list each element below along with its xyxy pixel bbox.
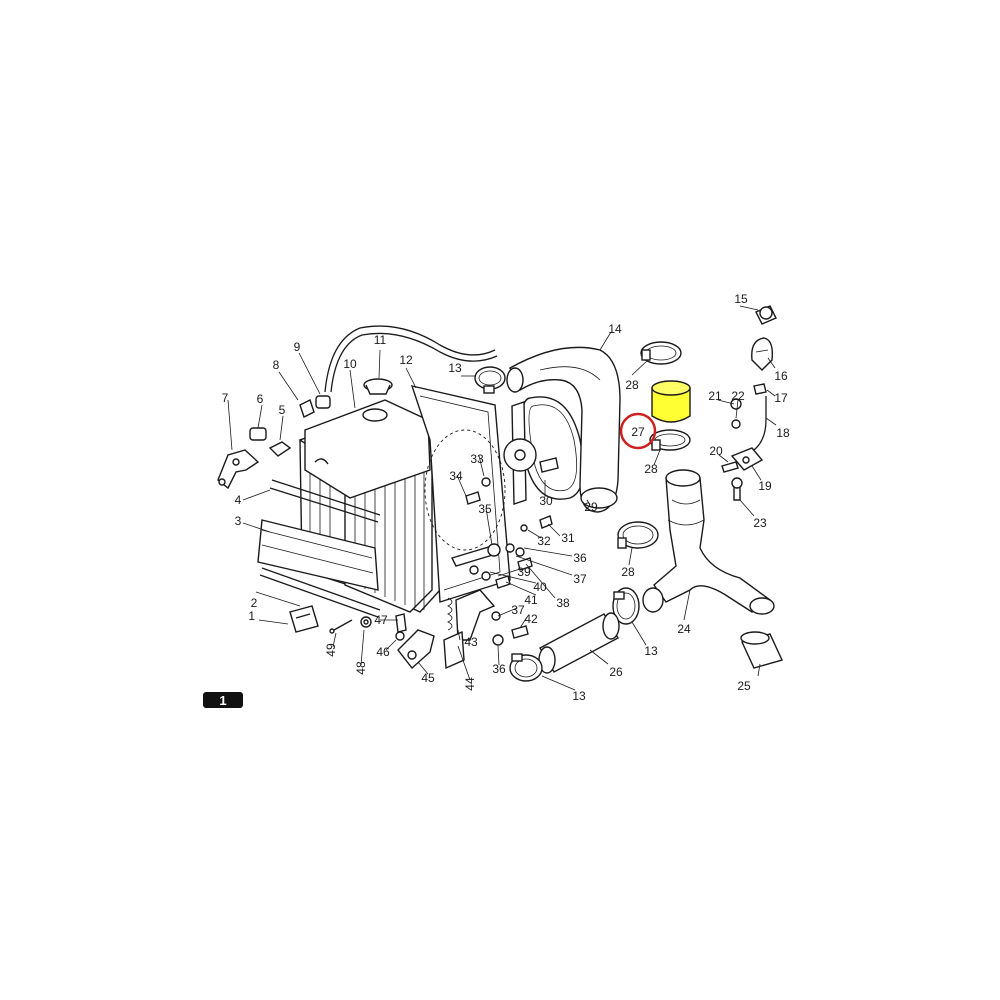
callout-6: 6 (257, 392, 264, 406)
left-bracket (217, 427, 292, 490)
hose-clamp-28-middle (649, 429, 691, 451)
callout-35: 35 (478, 502, 492, 516)
radiator-rods-and-shroud (257, 479, 381, 633)
callout-9: 9 (294, 340, 301, 354)
callout-5: 5 (279, 403, 286, 417)
callout-26: 26 (609, 665, 623, 679)
figure-number: 1 (219, 693, 226, 708)
highlight-ring-27 (619, 412, 657, 450)
callout-28-lower: 28 (621, 565, 635, 579)
callout-labels: 1 2 3 4 5 6 7 8 9 10 11 12 13 13 13 14 1… (222, 292, 790, 703)
y-pipe (642, 469, 775, 615)
callout-44: 44 (463, 677, 477, 691)
callout-16: 16 (774, 369, 788, 383)
callout-8: 8 (273, 358, 280, 372)
callout-17: 17 (774, 391, 788, 405)
hose-clamp-13-top (474, 366, 506, 394)
straight-hose-26 (538, 612, 620, 674)
callout-49: 49 (324, 643, 338, 657)
callout-33: 33 (470, 452, 484, 466)
callout-40: 40 (533, 580, 547, 594)
callout-10: 10 (343, 357, 357, 371)
lower-left-hardware (329, 613, 435, 670)
fan-hub-and-belt (503, 396, 585, 505)
callout-2: 2 (251, 596, 258, 610)
radiator-cap (363, 378, 393, 395)
lower-bracket-and-spring (443, 589, 496, 670)
callout-41: 41 (524, 593, 538, 607)
callout-22: 22 (731, 389, 745, 403)
callout-25: 25 (737, 679, 751, 693)
callout-31: 31 (561, 531, 575, 545)
hose-clamp-13-middle (612, 587, 640, 625)
callout-32: 32 (537, 534, 551, 548)
callout-30: 30 (539, 494, 553, 508)
callout-37-right: 37 (573, 572, 587, 586)
callout-18: 18 (776, 426, 790, 440)
callout-27: 27 (631, 425, 645, 439)
callout-36-right: 36 (573, 551, 587, 565)
callout-45: 45 (421, 671, 435, 685)
leader-lines (227, 305, 777, 691)
callout-13-top: 13 (448, 361, 462, 375)
callout-20: 20 (709, 444, 723, 458)
callout-23: 23 (753, 516, 767, 530)
callout-47: 47 (374, 613, 388, 627)
callout-15: 15 (734, 292, 748, 306)
callout-48: 48 (354, 661, 368, 675)
callout-24: 24 (677, 622, 691, 636)
hose-clamp-28-lower (617, 521, 659, 549)
callout-38: 38 (556, 596, 570, 610)
callout-34: 34 (449, 469, 463, 483)
callout-36-bottom: 36 (492, 662, 506, 676)
callout-29: 29 (584, 500, 598, 514)
callout-28-middle: 28 (644, 462, 658, 476)
callout-46: 46 (376, 645, 390, 659)
callout-21: 21 (708, 389, 722, 403)
callout-42: 42 (524, 612, 538, 626)
callout-19: 19 (758, 479, 772, 493)
upper-hose (506, 346, 621, 513)
hose-clamp-28-top (640, 341, 682, 365)
overflow-hose (299, 325, 498, 418)
callout-13-middle: 13 (644, 644, 658, 658)
callout-39: 39 (517, 565, 531, 579)
callout-1: 1 (248, 609, 255, 623)
callout-28-top: 28 (625, 378, 639, 392)
callout-43: 43 (464, 635, 478, 649)
short-hose-25 (740, 631, 783, 669)
callout-12: 12 (399, 353, 413, 367)
callout-14: 14 (608, 322, 622, 336)
callout-7: 7 (222, 391, 229, 405)
callout-11: 11 (374, 333, 387, 347)
callout-37-bottom: 37 (511, 603, 525, 617)
sensor-assembly (721, 305, 777, 501)
highlighted-hose-27 (651, 380, 691, 423)
hose-clamp-13-bottom (509, 653, 543, 682)
callout-13-bottom: 13 (572, 689, 586, 703)
figure-number-badge: 1 (203, 692, 243, 708)
callout-3: 3 (235, 514, 242, 528)
callout-4: 4 (235, 493, 242, 507)
mounting-hardware (451, 477, 553, 646)
